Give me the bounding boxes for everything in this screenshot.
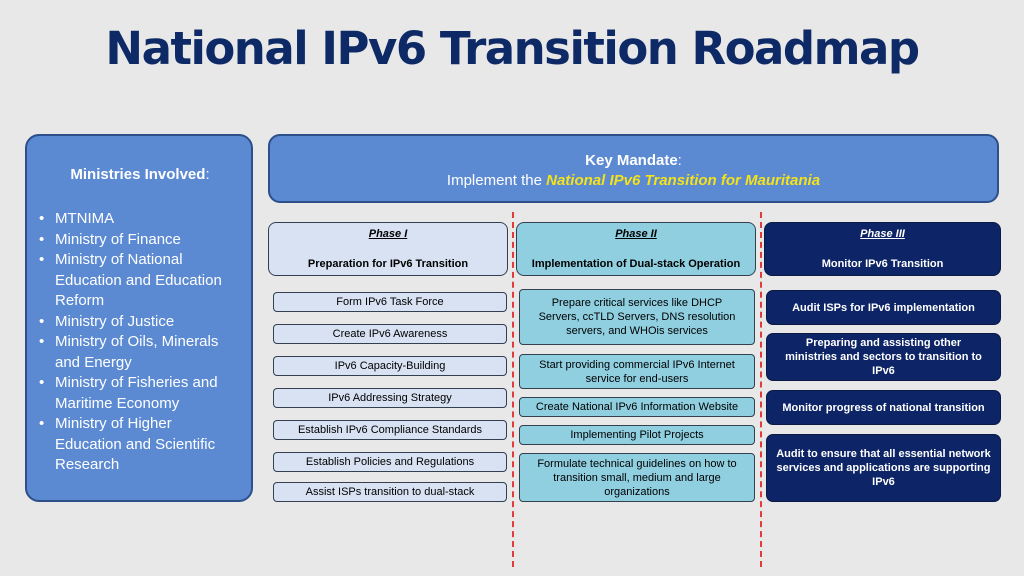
phase1-item: Create IPv6 Awareness bbox=[273, 324, 507, 344]
phase3-item: Monitor progress of national transition bbox=[766, 390, 1001, 425]
phase-divider bbox=[760, 212, 762, 567]
phase3-item: Preparing and assisting other ministries… bbox=[766, 333, 1001, 381]
phase3-label: Phase III bbox=[860, 228, 905, 240]
mandate-label-line: Key Mandate: bbox=[270, 151, 997, 171]
ministry-item: Ministry of Fisheries and Maritime Econo… bbox=[39, 373, 241, 414]
phase3-item: Audit to ensure that all essential netwo… bbox=[766, 434, 1001, 502]
ministries-heading: Ministries Involved: bbox=[39, 166, 241, 183]
ministry-item: Ministry of Oils, Minerals and Energy bbox=[39, 332, 241, 373]
mandate-colon: : bbox=[677, 152, 682, 169]
mandate-highlight: National IPv6 Transition for Mauritania bbox=[546, 172, 821, 189]
phase1-header: Phase I Preparation for IPv6 Transition bbox=[268, 222, 508, 276]
ministries-heading-text: Ministries Involved bbox=[70, 166, 206, 183]
ministries-heading-colon: : bbox=[205, 166, 210, 183]
mandate-prefix: Implement the bbox=[446, 172, 547, 189]
ministry-item: MTNIMA bbox=[39, 209, 241, 230]
phase1-label: Phase I bbox=[368, 228, 408, 240]
mandate-text-line: Implement the National IPv6 Transition f… bbox=[270, 171, 997, 191]
phase1-item: Establish Policies and Regulations bbox=[273, 452, 507, 472]
ministries-panel: Ministries Involved: MTNIMA Ministry of … bbox=[25, 134, 253, 502]
phase2-item: Prepare critical services like DHCP Serv… bbox=[519, 289, 755, 345]
phase1-item: Establish IPv6 Compliance Standards bbox=[273, 420, 507, 440]
phase2-header: Phase II Implementation of Dual-stack Op… bbox=[516, 222, 756, 276]
phase1-title: Preparation for IPv6 Transition bbox=[307, 258, 469, 270]
phase1-item: IPv6 Capacity-Building bbox=[273, 356, 507, 376]
ministries-list: MTNIMA Ministry of Finance Ministry of N… bbox=[39, 209, 241, 476]
ministry-item: Ministry of National Education and Educa… bbox=[39, 250, 241, 312]
phase2-item: Create National IPv6 Information Website bbox=[519, 397, 755, 417]
phase3-item: Audit ISPs for IPv6 implementation bbox=[766, 290, 1001, 325]
phase2-label: Phase II bbox=[615, 228, 657, 240]
phase2-item: Formulate technical guidelines on how to… bbox=[519, 453, 755, 502]
phase2-item: Implementing Pilot Projects bbox=[519, 425, 755, 445]
phase1-item: Form IPv6 Task Force bbox=[273, 292, 507, 312]
phase1-item: Assist ISPs transition to dual-stack bbox=[273, 482, 507, 502]
mandate-label: Key Mandate bbox=[585, 152, 678, 169]
page-title: National IPv6 Transition Roadmap bbox=[105, 22, 920, 75]
phase3-header: Phase III Monitor IPv6 Transition bbox=[764, 222, 1001, 276]
phase2-title: Implementation of Dual-stack Operation bbox=[531, 258, 741, 270]
phase1-item: IPv6 Addressing Strategy bbox=[273, 388, 507, 408]
phase3-title: Monitor IPv6 Transition bbox=[821, 258, 944, 270]
phase2-item: Start providing commercial IPv6 Internet… bbox=[519, 354, 755, 389]
ministry-item: Ministry of Finance bbox=[39, 230, 241, 251]
key-mandate-box: Key Mandate: Implement the National IPv6… bbox=[268, 134, 999, 203]
ministry-item: Ministry of Higher Education and Scienti… bbox=[39, 414, 241, 476]
ministry-item: Ministry of Justice bbox=[39, 312, 241, 333]
phase-divider bbox=[512, 212, 514, 567]
